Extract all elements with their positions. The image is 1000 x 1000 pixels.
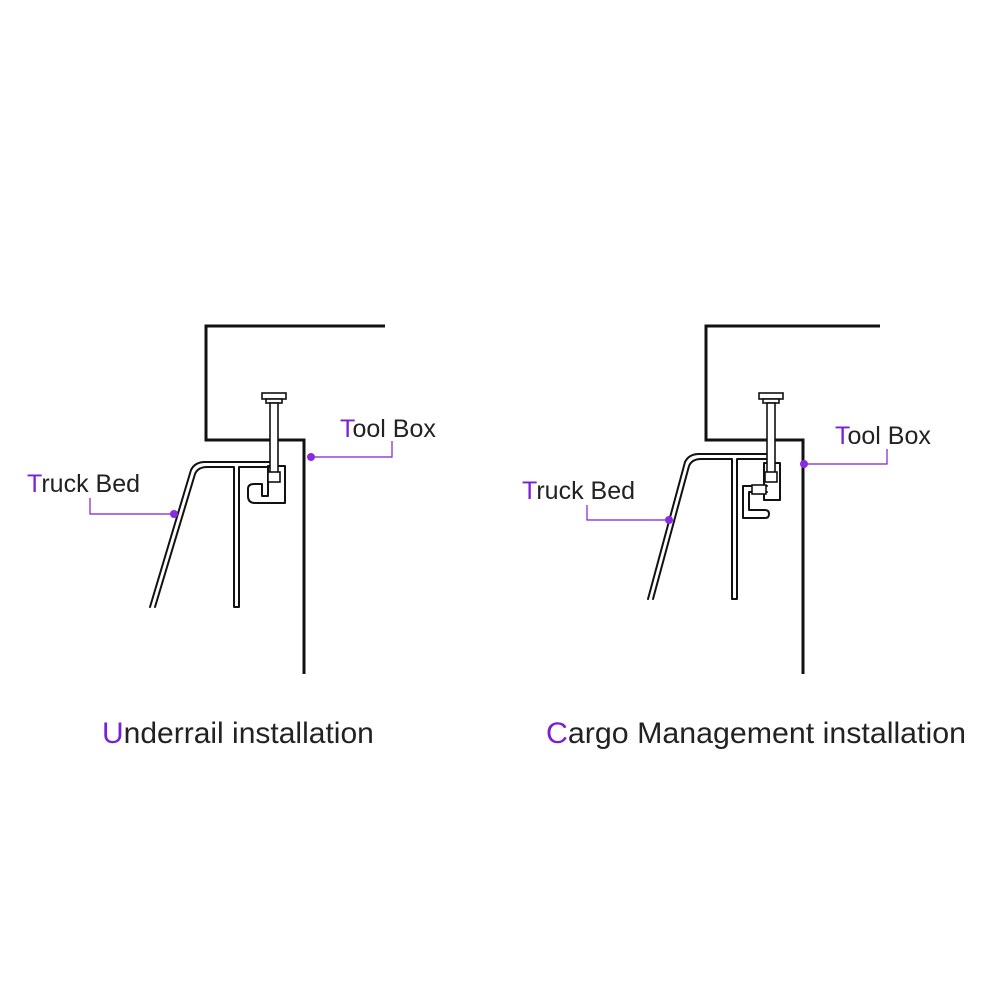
truck-bed-label: Truck Bed	[522, 477, 635, 505]
truck-bed-rail	[647, 453, 773, 600]
tool-box-leader	[311, 441, 393, 458]
tool-box-outline	[204, 324, 385, 674]
truck-bed-marker	[170, 510, 178, 518]
bolt-head	[261, 392, 287, 400]
mounting-bolt	[758, 392, 784, 483]
truck-bed-rail	[149, 461, 274, 608]
tool-box-label: Tool Box	[340, 415, 436, 443]
tool-box-leader	[804, 449, 888, 465]
cargo-management-caption: Cargo Management installation	[546, 717, 966, 750]
truck-bed-leader	[89, 498, 174, 515]
truck-bed-leader	[586, 505, 669, 521]
bolt-shank	[269, 402, 279, 476]
clamp-nut	[751, 484, 767, 495]
tool-box-marker	[800, 460, 808, 468]
tool-box-label: Tool Box	[835, 422, 931, 450]
bolt-nut	[764, 471, 778, 483]
cargo-management-diagram: Truck Bed Tool Box Cargo Management inst…	[522, 324, 966, 750]
truck-bed-label: Truck Bed	[27, 470, 140, 498]
underrail-caption: Underrail installation	[102, 717, 374, 750]
j-hook-clamp	[247, 465, 286, 504]
bolt-head	[758, 392, 784, 400]
bolt-shank	[766, 402, 776, 476]
cargo-channel-bracket	[742, 485, 770, 519]
mounting-bolt	[261, 392, 287, 483]
bolt-nut	[267, 471, 281, 483]
truck-bed-marker	[665, 516, 673, 524]
tool-box-outline	[704, 324, 880, 674]
underrail-diagram: Truck Bed Tool Box Underrail installatio…	[27, 324, 436, 750]
tool-box-marker	[307, 453, 315, 461]
